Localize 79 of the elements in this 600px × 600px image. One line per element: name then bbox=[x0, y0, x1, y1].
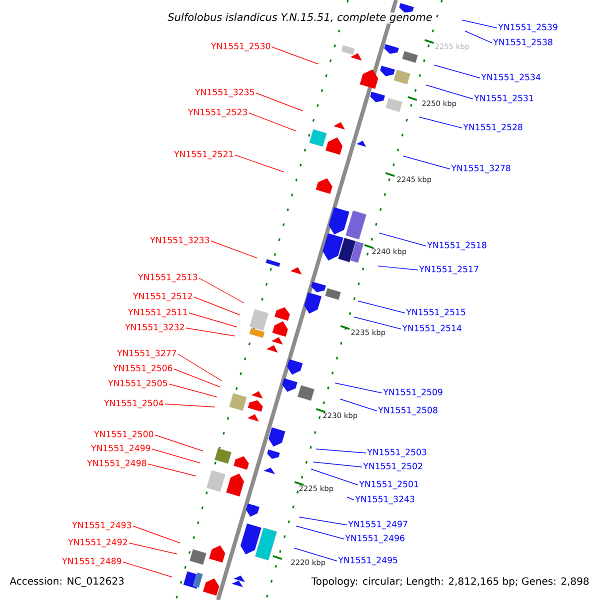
leader-line bbox=[164, 404, 216, 408]
leader-line bbox=[168, 384, 218, 398]
gene-label: YN1551_2511 bbox=[128, 308, 187, 318]
gene-label: YN1551_2502 bbox=[363, 462, 422, 472]
leader-line bbox=[256, 92, 304, 112]
leader-line bbox=[316, 448, 366, 454]
leader-line bbox=[294, 548, 338, 562]
leader-line bbox=[132, 526, 180, 544]
leader-line bbox=[312, 462, 362, 468]
gene-label: YN1551_2531 bbox=[474, 94, 534, 104]
gene-label: YN1551_3232 bbox=[125, 324, 184, 332]
leader-line bbox=[248, 112, 296, 132]
gene-label: YN1551_2528 bbox=[463, 124, 522, 132]
leader-line bbox=[298, 516, 348, 526]
leader-line bbox=[310, 468, 358, 486]
leader-line bbox=[378, 266, 418, 270]
gene-label: YN1551_2503 bbox=[367, 448, 426, 458]
leader-line bbox=[426, 84, 474, 100]
gene-label: YN1551_2501 bbox=[359, 480, 418, 490]
gene-label: YN1551_2504 bbox=[104, 400, 164, 408]
leader-line bbox=[378, 232, 426, 246]
gene-label: YN1551_2515 bbox=[406, 308, 466, 318]
gene-label: YN1551_2512 bbox=[133, 292, 192, 302]
leader-line bbox=[154, 434, 204, 452]
gene-label: YN1551_3277 bbox=[117, 350, 176, 358]
leader-line bbox=[340, 398, 378, 412]
leader-line bbox=[148, 464, 196, 476]
gene-label: YN1551_2500 bbox=[94, 430, 154, 440]
gene-label: YN1551_2517 bbox=[419, 266, 478, 274]
leader-line bbox=[188, 312, 238, 328]
gene-label: YN1551_2506 bbox=[113, 364, 172, 374]
gene-label: YN1551_2498 bbox=[87, 460, 146, 468]
leader-line bbox=[234, 154, 284, 172]
leader-line bbox=[358, 300, 406, 314]
gene-label: YN1551_2496 bbox=[345, 534, 404, 544]
gene-label: YN1551_2530 bbox=[211, 42, 270, 52]
gene-label: YN1551_2534 bbox=[481, 74, 540, 82]
leader-line bbox=[354, 316, 402, 330]
gene-label: YN1551_2495 bbox=[338, 556, 398, 566]
gene-label: YN1551_2513 bbox=[138, 274, 198, 282]
gene-label: YN1551_2497 bbox=[348, 520, 408, 530]
leader-line bbox=[210, 240, 258, 258]
leader-line bbox=[152, 448, 200, 464]
leader-line bbox=[272, 46, 318, 64]
footer-text: Topology: circular; Length: 2,812,165 bp; Genes: 2,898 bbox=[311, 577, 589, 587]
gene-label: YN1551_3233 bbox=[150, 236, 210, 246]
gene-label: YN1551_2493 bbox=[72, 522, 132, 530]
gene-label: YN1551_2508 bbox=[378, 406, 438, 416]
gene-label: YN1551_3243 bbox=[355, 496, 414, 504]
gene-label: YN1551_2509 bbox=[383, 388, 442, 398]
gene-label: YN1551_2539 bbox=[498, 24, 558, 32]
footer-text: Accession: NC_012623 bbox=[10, 577, 124, 587]
leader-line bbox=[128, 542, 178, 554]
gene-label: YN1551_3235 bbox=[195, 88, 254, 98]
leader-line bbox=[198, 278, 244, 304]
gene-label: YN1551_2489 bbox=[62, 558, 122, 566]
leader-line bbox=[178, 354, 222, 382]
gene-label: YN1551_2499 bbox=[91, 444, 150, 454]
gene-label: YN1551_2538 bbox=[493, 38, 552, 48]
leader-line bbox=[174, 368, 220, 388]
gene-label: YN1551_2523 bbox=[188, 108, 248, 118]
leader-line bbox=[418, 116, 462, 128]
title: Sulfolobus islandicus Y.N.15.51, complete genome bbox=[167, 12, 433, 24]
leader-line bbox=[296, 526, 344, 540]
leader-line bbox=[402, 156, 450, 170]
gene-label: YN1551_3278 bbox=[451, 164, 510, 174]
leader-line bbox=[346, 496, 354, 500]
leader-line bbox=[462, 20, 498, 28]
gene-label: YN1551_2514 bbox=[402, 324, 462, 334]
leader-line bbox=[334, 382, 382, 394]
gene-label: YN1551_2518 bbox=[427, 242, 486, 250]
gene-label: YN1551_2505 bbox=[108, 380, 168, 388]
leader-line bbox=[186, 328, 236, 336]
leader-line bbox=[434, 64, 480, 78]
leader-line bbox=[464, 30, 492, 44]
leader-line bbox=[194, 296, 240, 316]
gene-label: YN1551_2521 bbox=[174, 150, 233, 160]
leader-line bbox=[122, 562, 172, 578]
gene-label: YN1551_2492 bbox=[68, 538, 127, 548]
